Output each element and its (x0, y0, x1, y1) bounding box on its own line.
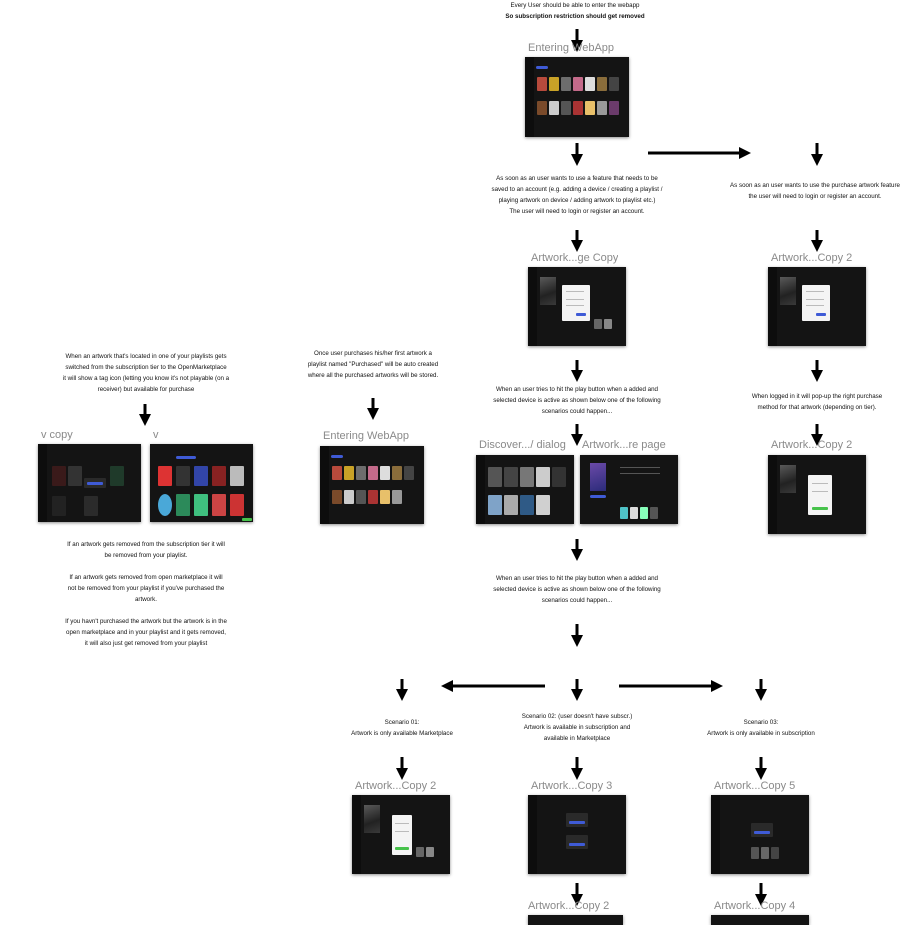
play-button-note-2: When an user tries to hit the play butto… (493, 575, 661, 604)
frame-bottom-right[interactable] (711, 915, 809, 925)
login-dialog (802, 285, 830, 321)
purchase-dialog (808, 475, 832, 515)
frame-entering-webapp-top[interactable] (525, 57, 629, 137)
frame-title: Artwork...ge Copy (531, 252, 619, 264)
play-button-note-1: When an user tries to hit the play butto… (493, 386, 661, 415)
scenario3-note: Scenario 03: Artwork is only available i… (707, 719, 815, 737)
frame-artwork-page-copy[interactable] (528, 267, 626, 346)
frame-title: Entering WebApp (528, 42, 615, 54)
frame-title: Artwork...Copy 2 (771, 439, 853, 451)
frame-title: Artwork...Copy 2 (771, 252, 853, 264)
scenario1-note: Scenario 01: Artwork is only available M… (351, 719, 453, 737)
removed-rules-note: If an artwork gets removed from the subs… (65, 541, 227, 647)
frame-artwork-re-page[interactable] (580, 455, 678, 524)
frame-title: Artwork...re page (582, 439, 666, 451)
frame-scenario2[interactable] (528, 795, 626, 874)
frame-title: Artwork...Copy 4 (714, 900, 796, 912)
frame-title: Artwork...Copy 2 (355, 780, 437, 792)
purchase-dialog (392, 815, 412, 855)
dialog (566, 813, 588, 827)
frame-bottom-center[interactable] (528, 915, 623, 925)
login-dialog (562, 285, 590, 321)
popup-purchase-note: When logged in it will pop-up the right … (751, 393, 883, 411)
frame-title: Discover.../ dialog (479, 439, 566, 451)
dialog (566, 835, 588, 849)
frame-discover-dialog[interactable] (476, 455, 574, 524)
frame-scenario3[interactable] (711, 795, 809, 874)
top-note-line1: Every User should be able to enter the w… (510, 2, 640, 9)
frame-title: Artwork...Copy 2 (528, 900, 610, 912)
scenario2-note: Scenario 02: (user doesn't have subscr.)… (521, 713, 633, 742)
frame-scenario1[interactable] (352, 795, 450, 874)
frame-title: Artwork...Copy 5 (714, 780, 796, 792)
frame-artwork-copy2-right-b[interactable] (768, 455, 866, 534)
frame-artwork-copy2-right[interactable] (768, 267, 866, 346)
frame-entering-webapp-mid[interactable] (320, 446, 424, 524)
frame-v-copy[interactable] (38, 444, 141, 522)
frame-v[interactable] (150, 444, 253, 522)
frame-title: Artwork...Copy 3 (531, 780, 613, 792)
purchase-login-note: As soon as an user wants to use the purc… (730, 182, 900, 200)
top-note-line2: So subscription restriction should get r… (505, 13, 645, 20)
tag-icon-note: When an artwork that's located in one of… (62, 353, 230, 393)
frame-title: Entering WebApp (323, 430, 410, 442)
frame-title: v copy (41, 429, 73, 441)
dialog (751, 823, 773, 837)
feature-login-note: As soon as an user wants to use a featur… (491, 175, 663, 215)
pill (536, 66, 548, 69)
first-purchase-note: Once user purchases his/her first artwor… (307, 350, 439, 379)
dialog (84, 478, 106, 488)
frame-title: v (153, 429, 159, 441)
